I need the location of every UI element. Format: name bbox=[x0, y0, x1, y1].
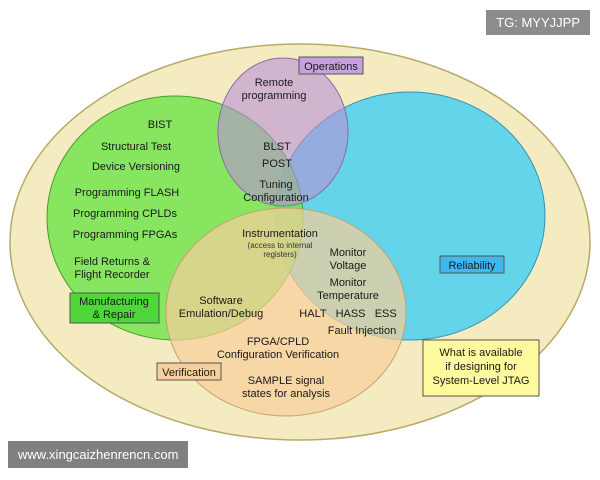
ver-states-analysis: states for analysis bbox=[242, 388, 331, 400]
ver-sample-signal: SAMPLE signal bbox=[248, 375, 324, 387]
svg-text:Manufacturing: Manufacturing bbox=[79, 296, 149, 308]
operations-region bbox=[217, 57, 349, 207]
remote-line-1: Remote bbox=[255, 77, 294, 89]
verification-region bbox=[165, 207, 407, 417]
mfg-item-structural: Structural Test bbox=[101, 141, 171, 153]
overlap-blst: BLST bbox=[263, 141, 291, 153]
manufacturing-label: Manufacturing & Repair bbox=[69, 292, 160, 324]
mfg-item-versioning: Device Versioning bbox=[92, 161, 180, 173]
overlap-post: POST bbox=[262, 158, 292, 170]
rel-temperature: Temperature bbox=[317, 290, 379, 302]
center-note-1: (access to internal bbox=[248, 241, 313, 250]
mfg-item-field-returns: Field Returns & bbox=[74, 256, 150, 268]
center-instrumentation: Instrumentation bbox=[242, 228, 318, 240]
svg-text:if designing for: if designing for bbox=[445, 361, 517, 373]
rel-monitor-2: Monitor bbox=[330, 277, 367, 289]
watermark-badge-top: TG: MYYJJPP bbox=[486, 10, 590, 35]
center-note-2: registers) bbox=[263, 250, 297, 259]
rel-halt-hass-ess: HALT HASS ESS bbox=[299, 308, 396, 320]
svg-text:Operations: Operations bbox=[304, 61, 358, 73]
rel-fault-injection: Fault Injection bbox=[328, 325, 396, 337]
watermark-url-badge: www.xingcaizhenrencn.com bbox=[8, 441, 189, 468]
rel-monitor-1: Monitor bbox=[330, 247, 367, 259]
svg-text:System-Level JTAG: System-Level JTAG bbox=[433, 375, 530, 387]
mfg-item-fpgas: Programming FPGAs bbox=[73, 229, 178, 241]
mfg-item-bist: BIST bbox=[148, 119, 173, 131]
remote-line-2: programming bbox=[242, 90, 307, 102]
svg-text:What is available: What is available bbox=[439, 347, 522, 359]
operations-label: Operations bbox=[298, 56, 364, 75]
mv-emulation: Emulation/Debug bbox=[179, 308, 263, 320]
ver-fpga-cpld: FPGA/CPLD bbox=[247, 336, 309, 348]
verification-label: Verification bbox=[156, 362, 222, 381]
note-box: What is available if designing for Syste… bbox=[422, 339, 540, 397]
mfg-item-cplds: Programming CPLDs bbox=[73, 208, 177, 220]
svg-text:& Repair: & Repair bbox=[93, 309, 136, 321]
mfg-item-flight-recorder: Flight Recorder bbox=[74, 269, 150, 281]
mfg-item-flash: Programming FLASH bbox=[75, 187, 180, 199]
svg-text:Verification: Verification bbox=[162, 367, 216, 379]
rel-voltage: Voltage bbox=[330, 260, 367, 272]
overlap-configuration: Configuration bbox=[243, 192, 308, 204]
overlap-tuning: Tuning bbox=[259, 179, 292, 191]
mv-software: Software bbox=[199, 295, 242, 307]
svg-text:Reliability: Reliability bbox=[448, 260, 496, 272]
ver-config-verification: Configuration Verification bbox=[217, 349, 339, 361]
reliability-label: Reliability bbox=[439, 255, 505, 274]
